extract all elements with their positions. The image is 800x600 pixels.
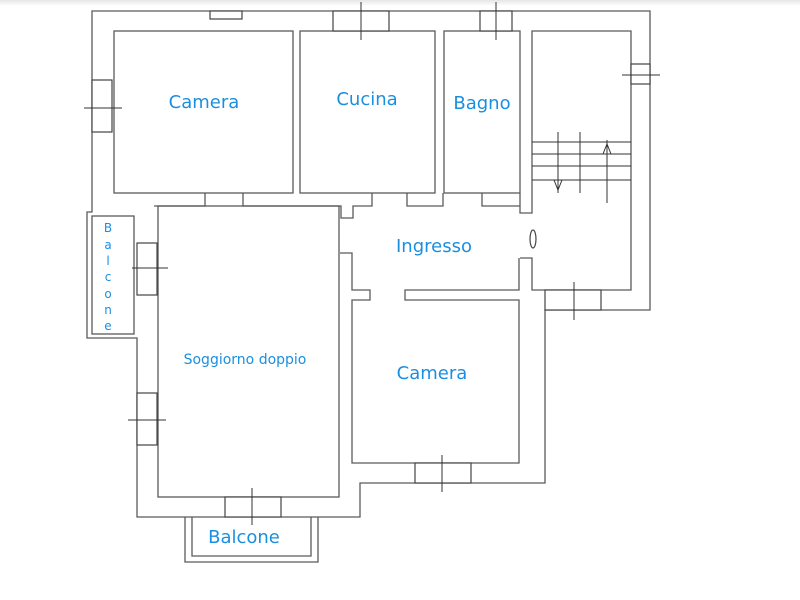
stair-up-arrow-icon bbox=[602, 142, 612, 155]
room-label-camera-top: Camera bbox=[169, 92, 240, 113]
window-camera-top bbox=[209, 10, 243, 20]
side-letter: B bbox=[104, 221, 112, 235]
cucina-walls bbox=[299, 30, 436, 194]
room-label-camera-bottom: Camera bbox=[397, 363, 468, 384]
room-label-bagno: Bagno bbox=[453, 93, 510, 114]
room-label-balcone-side: B a l c o n e bbox=[104, 221, 112, 333]
staircase bbox=[532, 132, 631, 203]
bottom-balcony-outline bbox=[184, 517, 319, 563]
top-edge-shadow bbox=[0, 0, 800, 6]
side-letter: e bbox=[104, 319, 111, 333]
windows bbox=[84, 2, 660, 525]
room-label-cucina: Cucina bbox=[336, 89, 397, 110]
side-letter: n bbox=[104, 303, 112, 317]
camera-bottom-walls bbox=[340, 252, 520, 464]
side-letter: l bbox=[106, 254, 109, 268]
side-letter: a bbox=[104, 238, 111, 252]
room-label-soggiorno: Soggiorno doppio bbox=[184, 352, 307, 368]
stair-down-arrow-icon bbox=[553, 179, 563, 192]
camera-top-walls bbox=[113, 30, 294, 194]
side-letter: o bbox=[104, 287, 111, 301]
outer-wall bbox=[86, 10, 651, 518]
room-label-ingresso: Ingresso bbox=[396, 236, 472, 257]
room-label-balcone-bottom: Balcone bbox=[208, 527, 280, 548]
entrance-door-handle bbox=[529, 229, 537, 249]
stair-room-walls bbox=[519, 30, 632, 291]
side-letter: c bbox=[105, 270, 112, 284]
side-balcony-outline bbox=[91, 215, 135, 335]
